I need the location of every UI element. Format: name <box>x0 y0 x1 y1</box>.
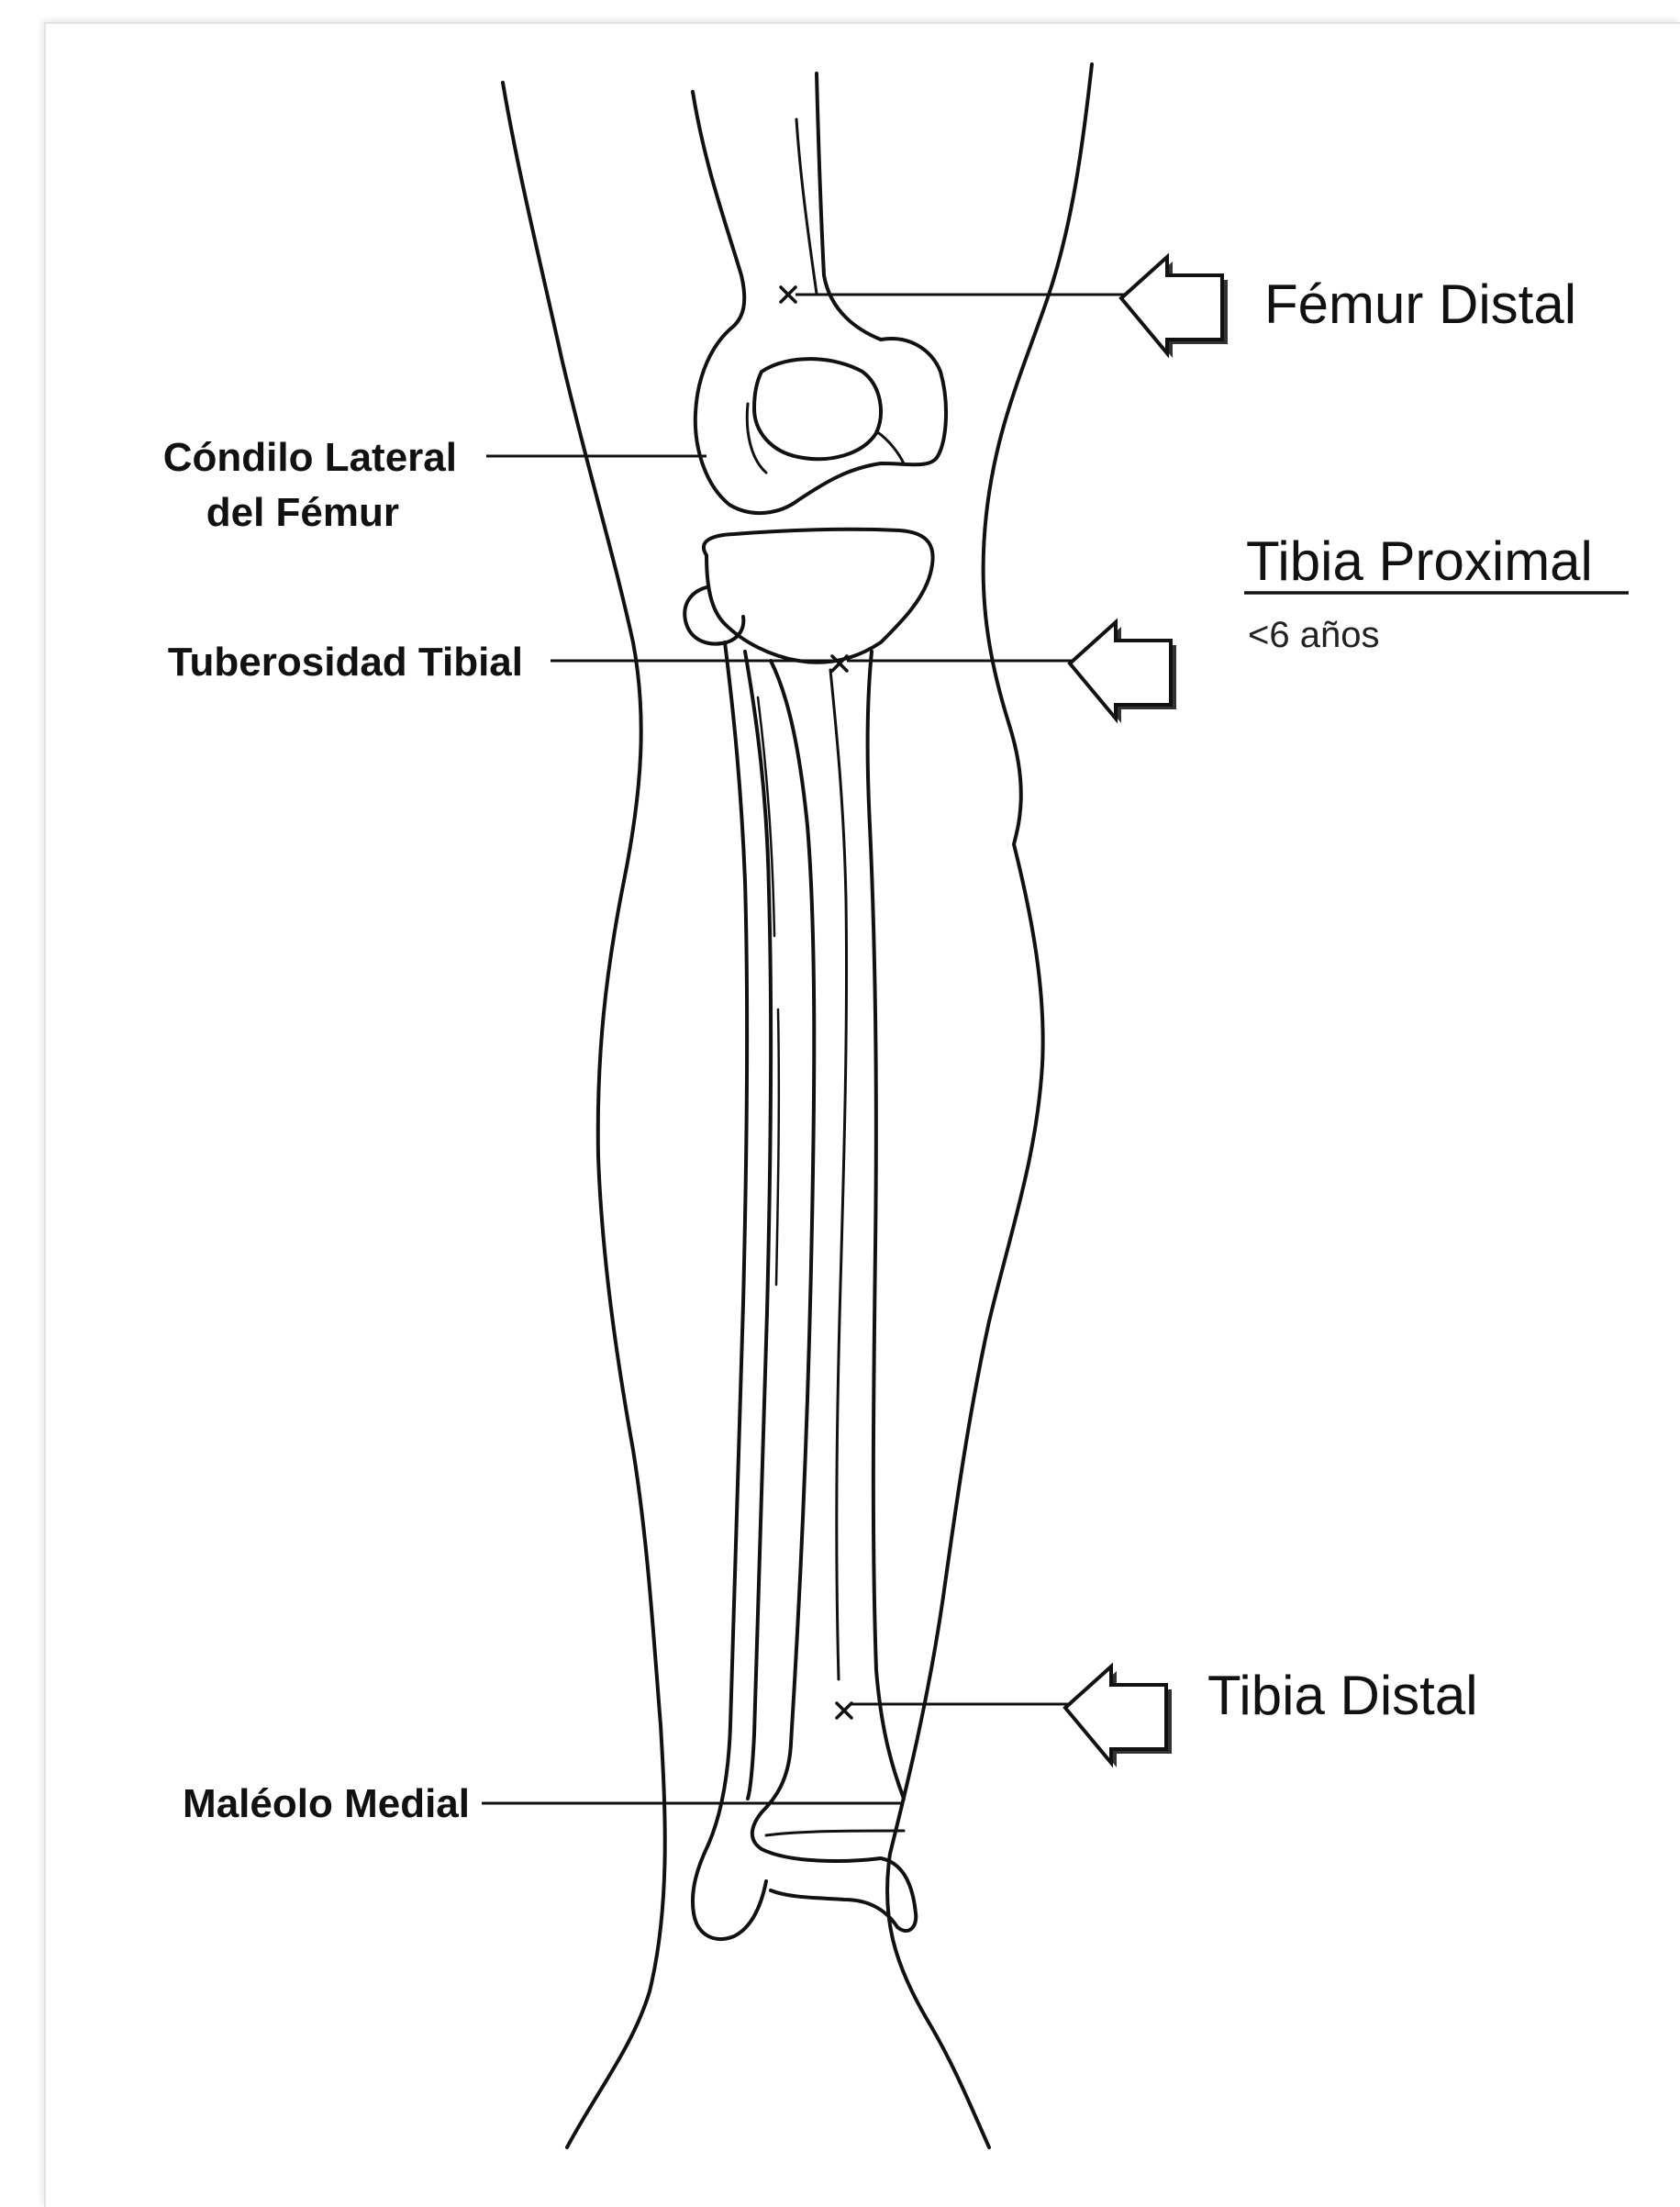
label-femur-distal: Fémur Distal <box>1264 273 1576 335</box>
tibia-crest <box>830 670 847 1679</box>
femur-distal-arrow-left-icon <box>1121 257 1228 358</box>
label-tibia-proximal: Tibia Proximal <box>1246 530 1593 592</box>
leg-outline-left <box>503 83 665 2147</box>
tibia-distal-arrow-left-icon <box>1065 1666 1172 1767</box>
tibia-proximal-arrow-left-icon <box>1070 622 1176 723</box>
tibia-plateau <box>704 529 933 663</box>
femur-shaft-left <box>693 92 744 326</box>
femur-condyle-outline <box>695 326 946 513</box>
femur-distal-x-mark-icon <box>781 287 795 302</box>
tibia-shaft-right <box>868 652 904 1799</box>
label-maleolo: Maléolo Medial <box>183 1781 470 1826</box>
label-condilo-line1: Cóndilo Lateral <box>163 435 457 480</box>
femur-shaft-detail <box>796 119 817 294</box>
label-tibia-proximal-note: <6 años <box>1248 615 1379 655</box>
femur-shaft-right <box>817 73 881 340</box>
label-tuberosidad: Tuberosidad Tibial <box>168 640 523 685</box>
patella-outline <box>754 359 881 459</box>
ankle-joint-detail <box>766 1831 904 1835</box>
fibula-shaft-left <box>708 642 747 1845</box>
malleolus-outline <box>693 1845 766 1939</box>
tibia-distal-x-mark-icon <box>837 1703 851 1718</box>
label-condilo-line2: del Fémur <box>206 490 399 535</box>
label-tibia-distal: Tibia Distal <box>1207 1665 1478 1726</box>
fibula-head <box>684 587 743 644</box>
fibula-shaft-right <box>745 652 771 1799</box>
leg-outline-right <box>887 64 1092 2147</box>
